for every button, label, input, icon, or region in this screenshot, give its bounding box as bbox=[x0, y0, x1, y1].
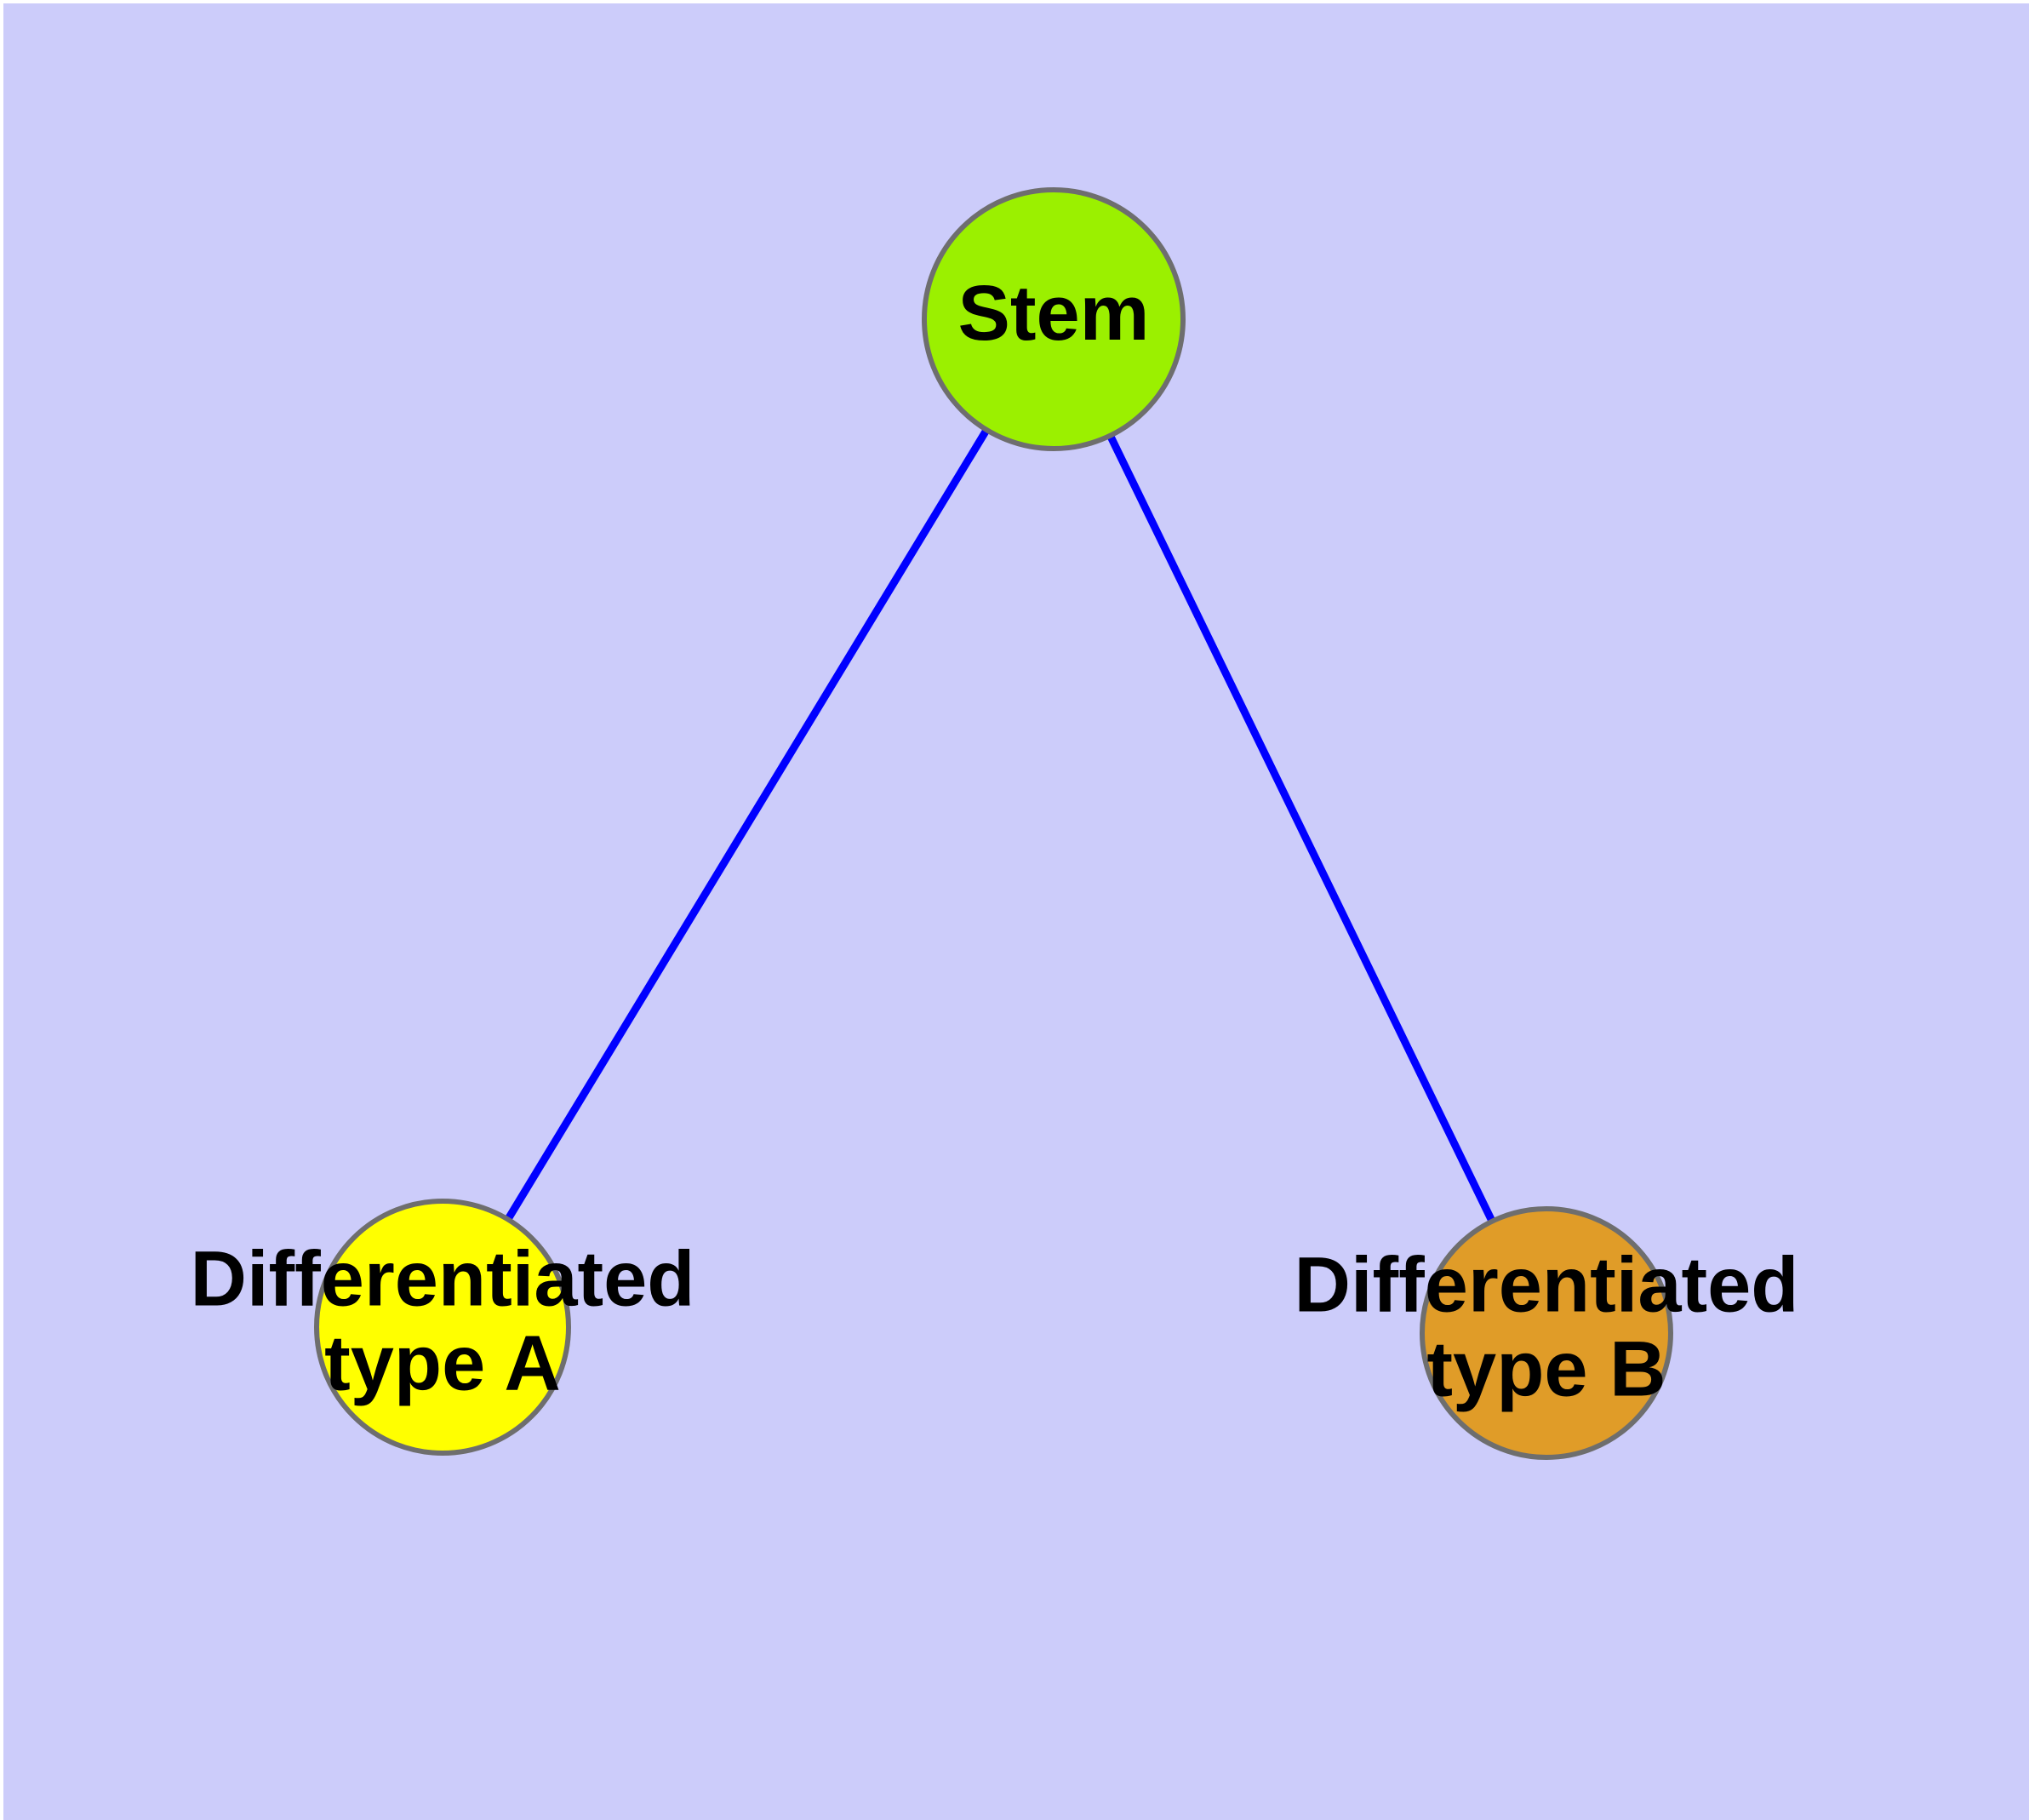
node-label-line: type A bbox=[324, 1320, 561, 1407]
node-differentiated-type-a[interactable] bbox=[314, 1199, 571, 1456]
node-label-line: type B bbox=[1426, 1326, 1666, 1413]
edge-stem-to-differentiated-type-a[interactable] bbox=[439, 317, 1057, 1330]
node-label-line: Differentiated bbox=[191, 1236, 695, 1323]
edge-stem-to-differentiated-type-b[interactable] bbox=[1049, 318, 1551, 1335]
node-differentiated-type-a-circle[interactable] bbox=[314, 1199, 571, 1456]
node-label-line: Stem bbox=[958, 270, 1150, 357]
node-differentiated-type-b[interactable] bbox=[1420, 1206, 1673, 1460]
nodes-layer bbox=[314, 187, 1673, 1460]
node-differentiated-type-b-circle[interactable] bbox=[1420, 1206, 1673, 1460]
edges-layer bbox=[439, 317, 1551, 1335]
node-label-line: Differentiated bbox=[1295, 1242, 1799, 1329]
node-stem[interactable] bbox=[922, 187, 1186, 451]
node-stem-circle[interactable] bbox=[922, 187, 1186, 451]
node-stem-label: Stem bbox=[958, 270, 1150, 357]
